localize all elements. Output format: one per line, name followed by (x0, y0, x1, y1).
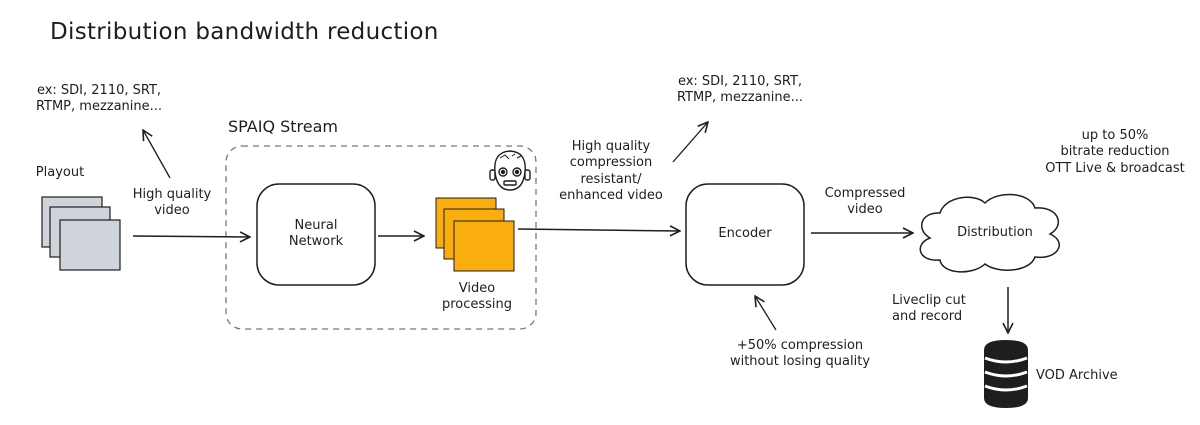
encoder-note-annotation: +50% compression without losing quality (729, 338, 871, 370)
spaiq-stream-label: SPAIQ Stream (228, 117, 339, 136)
arrow-to-formats-left (143, 130, 171, 179)
spaiq-stream-group (225, 145, 537, 330)
robot-head-icon (489, 150, 531, 191)
playout-label: Playout (35, 165, 85, 180)
distribution-cloud (919, 193, 1060, 273)
arrow-playout-to-neural-network (132, 236, 250, 237)
neural-network-box (256, 183, 376, 286)
formats-left-annotation: ex: SDI, 2110, SRT, RTMP, mezzanine... (35, 83, 163, 115)
playout-frames-icon (41, 196, 121, 271)
arrow-to-formats-right (672, 122, 708, 163)
neural-network-label: Neural Network (288, 218, 344, 250)
edge-label-compressed-video: Compressed video (824, 186, 906, 218)
edge-label-liveclip: Liveclip cut and record (892, 293, 966, 325)
vod-archive-label: VOD Archive (1036, 368, 1118, 383)
formats-right-annotation: ex: SDI, 2110, SRT, RTMP, mezzanine... (676, 74, 804, 106)
diagram-title: Distribution bandwidth reduction (50, 19, 439, 45)
edge-label-enhanced-video: High quality compression resistant/ enha… (559, 139, 663, 203)
video-processing-frames-icon (435, 197, 515, 272)
edge-label-high-quality-video: High quality video (132, 187, 212, 219)
distribution-label: Distribution (957, 225, 1033, 240)
video-processing-label: Video processing (441, 281, 513, 313)
encoder-label: Encoder (718, 226, 772, 241)
distribution-note-annotation: up to 50% bitrate reduction OTT Live & b… (1045, 128, 1185, 176)
arrow-note-to-encoder (755, 296, 777, 331)
database-icon (984, 340, 1028, 408)
arrow-video-processing-to-encoder (517, 229, 680, 231)
encoder-box (685, 183, 805, 286)
